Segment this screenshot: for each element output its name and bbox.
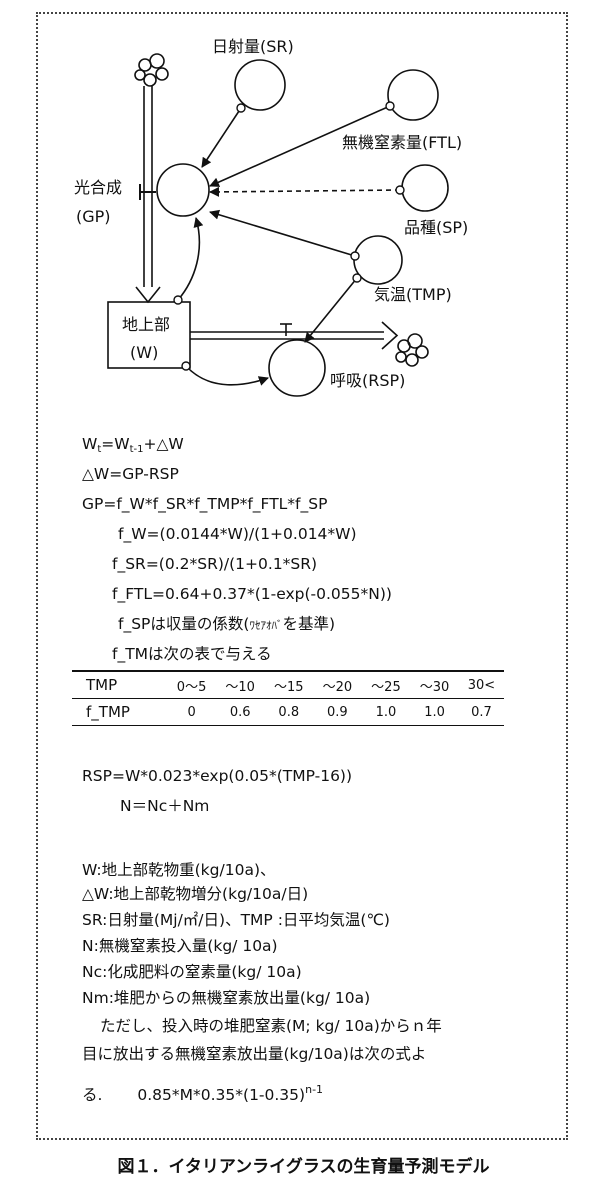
table-cell: 1.0 xyxy=(375,704,397,720)
photosynthesis-flow xyxy=(135,86,161,304)
source-cloud-icon xyxy=(134,53,169,87)
equation-rsp: RSP=W*0.023*exp(0.05*(TMP-16)) xyxy=(82,767,353,785)
table-cell: 0.7 xyxy=(471,704,492,720)
ftl-circle xyxy=(387,69,439,121)
respiration-label: 呼吸(RSP) xyxy=(330,371,405,390)
table-cell: 30< xyxy=(467,677,496,693)
table-cell: ～15 xyxy=(273,679,304,695)
variety-label: 品種(SP) xyxy=(404,218,468,237)
temp-to-photo-arrow xyxy=(209,209,356,257)
temp-label: 気温(TMP) xyxy=(374,285,452,304)
table-cell: ～25 xyxy=(371,679,401,695)
table-cell: 0.6 xyxy=(229,704,251,720)
ftl-label: 無機窒素量(FTL) xyxy=(342,133,462,152)
solar-arrow xyxy=(201,107,242,168)
equation-fsp: f_SPは収量の係数(ﾜｾｱｵﾊﾞを基準) xyxy=(118,615,336,633)
sink-cloud-icon xyxy=(395,333,429,367)
photosynthesis-code-label: (GP) xyxy=(76,207,111,226)
table-cell: ～10 xyxy=(225,679,255,695)
above-ground-box xyxy=(107,301,191,369)
variety-arrow xyxy=(209,186,401,197)
table-cell: 0.8 xyxy=(278,704,300,720)
photosynthesis-label: 光合成 xyxy=(74,178,122,197)
equation-fw: f_W=(0.0144*W)/(1+0.014*W) xyxy=(118,525,357,543)
equation-fsr: f_SR=(0.2*SR)/(1+0.1*SR) xyxy=(112,555,318,573)
note-line-3: る. 0.85*M*0.35*(1-0.35)n-1 xyxy=(82,1083,324,1104)
definition-nc: Nc:化成肥料の窒素量(kg/ 10a) xyxy=(82,963,302,981)
figure-caption: 図１．イタリアンライグラスの生育量予測モデル xyxy=(117,1157,490,1177)
table-row: f_TMP 0 0.6 0.8 0.9 1.0 1.0 0.7 xyxy=(72,698,504,726)
definition-w: W:地上部乾物重(kg/10a)、 xyxy=(82,861,276,879)
equation-wt: Wt=Wt-1+△W xyxy=(82,435,184,455)
table-header-tmp: TMP xyxy=(86,676,118,694)
definition-dw: △W:地上部乾物増分(kg/10a/日) xyxy=(82,885,309,903)
definition-nm: Nm:堆肥からの無機窒素放出量(kg/ 10a) xyxy=(82,989,371,1007)
above-ground-code-label: (W) xyxy=(130,343,158,362)
figure-frame xyxy=(36,12,568,1140)
table-cell: 1.0 xyxy=(424,704,445,720)
equation-dw: △W=GP-RSP xyxy=(82,465,179,483)
definition-n: N:無機窒素投入量(kg/ 10a) xyxy=(82,937,278,955)
variety-circle xyxy=(401,164,449,212)
equation-fftl: f_FTL=0.64+0.37*(1-exp(-0.055*N)) xyxy=(112,585,392,603)
table-header-ftmp: f_TMP xyxy=(86,703,130,721)
solar-label: 日射量(SR) xyxy=(212,37,294,56)
model-diagram: 日射量(SR) 無機窒素量(FTL) 光合成 (GP) 品種(SP) 気温(TM… xyxy=(74,37,468,397)
temperature-table: TMP 0～5 ～10 ～15 ～20 ～25 ～30 30< f_TMP 0 … xyxy=(72,670,504,726)
above-to-photo-arrow xyxy=(177,217,204,301)
above-to-resp-arrow xyxy=(185,365,269,386)
above-ground-label: 地上部 xyxy=(122,315,170,334)
definition-sr: SR:日射量(Mj/㎡/日)、TMP :日平均気温(℃) xyxy=(82,911,390,929)
note-line-2: 目に放出する無機窒素放出量(kg/10a)は次の式よ xyxy=(82,1045,427,1063)
table-row: TMP 0～5 ～10 ～15 ～20 ～25 ～30 30< xyxy=(72,671,504,699)
table-cell: ～30 xyxy=(419,679,450,695)
respiration-flow xyxy=(190,321,399,350)
note-line-1: ただし、投入時の堆肥窒素(M; kg/ 10a)からｎ年 xyxy=(100,1017,442,1035)
table-cell: 0.9 xyxy=(327,704,348,720)
solar-circle xyxy=(234,59,286,111)
respiration-circle xyxy=(268,339,326,397)
equation-gp: GP=f_W*f_SR*f_TMP*f_FTL*f_SP xyxy=(82,495,328,513)
table-cell: 0～5 xyxy=(176,679,207,695)
equation-n: N＝Nc＋Nm xyxy=(120,797,210,815)
photosynthesis-circle xyxy=(156,163,210,217)
table-cell: 0 xyxy=(187,704,196,720)
table-cell: ～20 xyxy=(322,679,353,695)
ftl-arrow xyxy=(209,105,391,187)
equation-ftm: f_TMは次の表で与える xyxy=(112,645,272,663)
